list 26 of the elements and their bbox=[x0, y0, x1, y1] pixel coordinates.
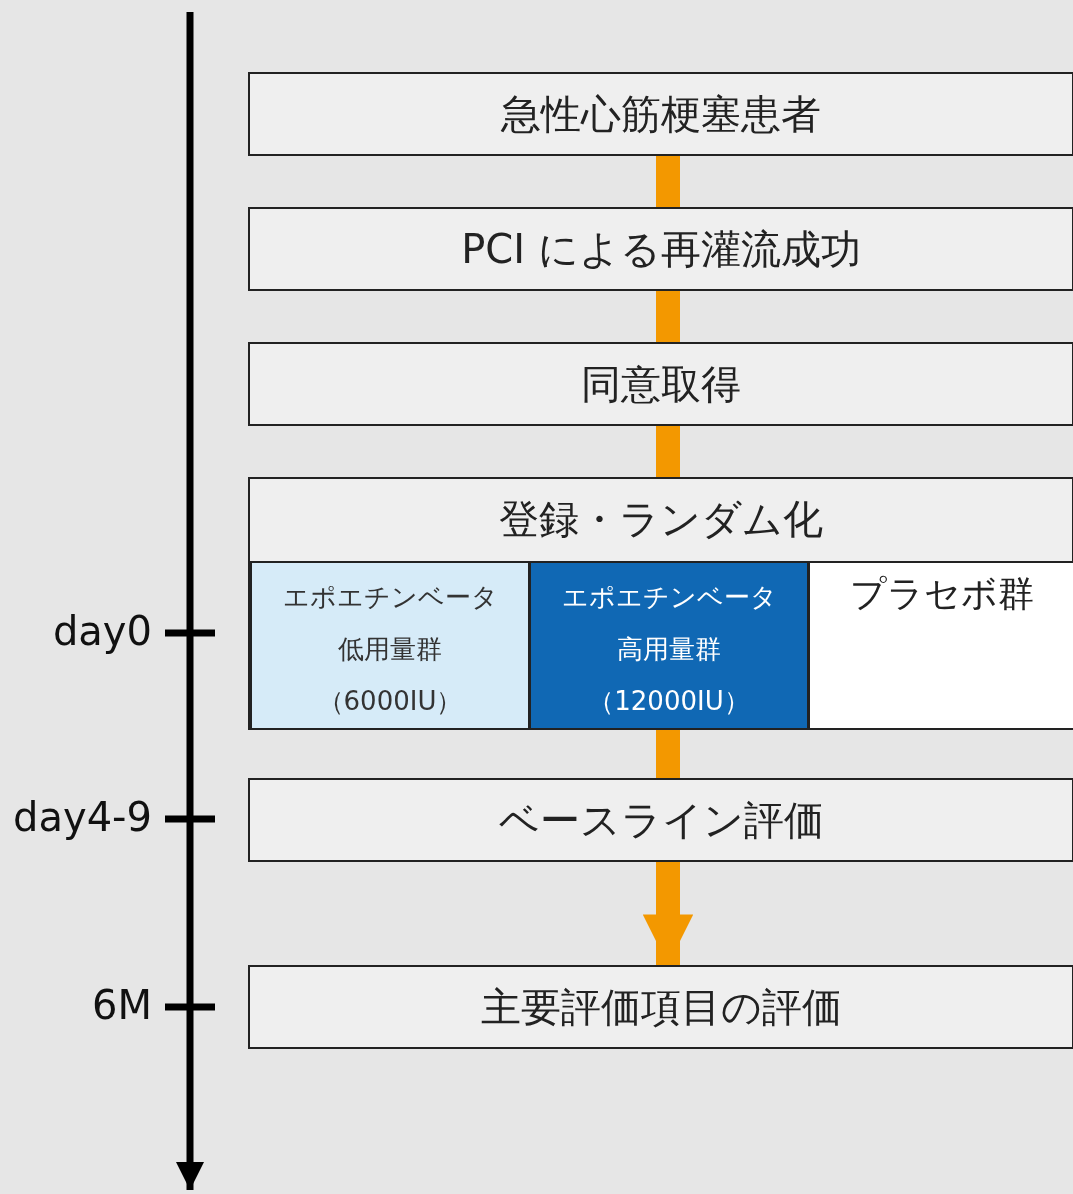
node-text: 急性心筋梗塞患者 bbox=[500, 90, 822, 138]
group-box bbox=[529, 561, 809, 730]
time-label: day4-9 bbox=[12, 793, 152, 841]
node-text: PCI による再灌流成功 bbox=[460, 225, 862, 273]
connector-bar bbox=[656, 730, 680, 778]
arrow bbox=[642, 862, 694, 965]
process-box bbox=[248, 965, 1073, 1049]
time-label: 6M bbox=[91, 981, 152, 1029]
node-text: エポエチンベータ高用量群（12000IU） bbox=[561, 581, 777, 718]
time-label: day0 bbox=[51, 607, 152, 655]
process-box bbox=[248, 72, 1073, 156]
connector-bar bbox=[656, 426, 680, 477]
connector-bar bbox=[656, 291, 680, 342]
node-text: 登録・ランダム化 bbox=[498, 495, 824, 544]
node-text: 同意取得 bbox=[580, 360, 742, 408]
randomization-panel bbox=[248, 477, 1073, 730]
group-box bbox=[250, 561, 530, 730]
process-box bbox=[248, 778, 1073, 862]
process-box bbox=[248, 207, 1073, 291]
group-box bbox=[808, 561, 1073, 730]
node-text: エポエチンベータ低用量群（6000IU） bbox=[282, 581, 498, 718]
node-text: ベースライン評価 bbox=[497, 796, 825, 844]
node-text: 主要評価項目の評価 bbox=[479, 983, 843, 1031]
connector-bar bbox=[656, 156, 680, 207]
process-box bbox=[248, 342, 1073, 426]
node-text: プラセボ群 bbox=[849, 572, 1035, 616]
